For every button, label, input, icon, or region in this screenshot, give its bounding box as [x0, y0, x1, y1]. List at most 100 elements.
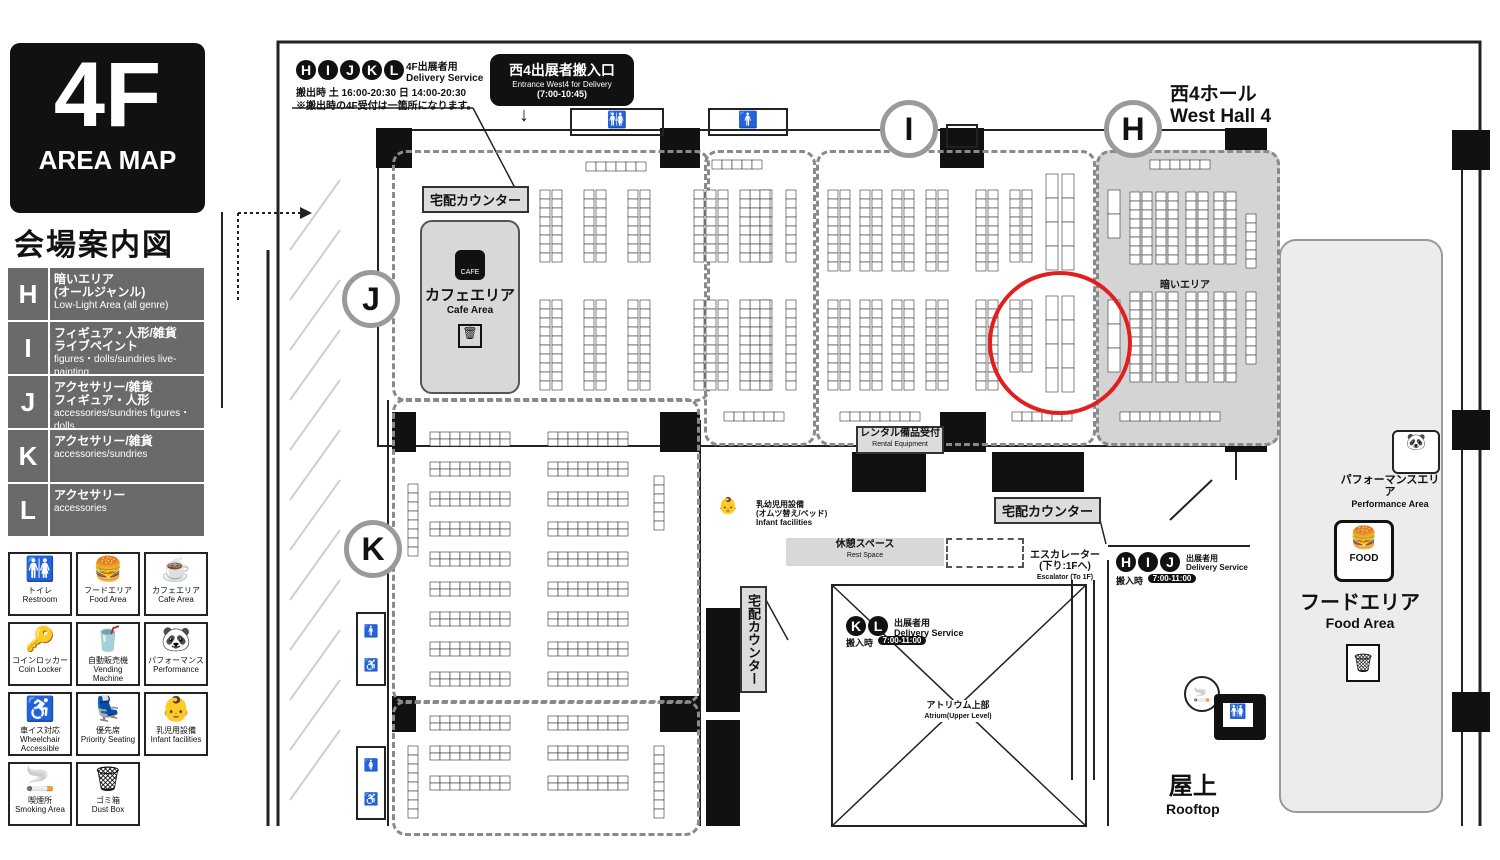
booth [567, 491, 579, 500]
booth [827, 380, 839, 391]
booth [567, 468, 579, 477]
legend-jp: アクセサリー/雑貨 [54, 380, 153, 394]
booth [577, 678, 589, 687]
booth [617, 581, 629, 590]
booth [449, 528, 461, 537]
cafe-icon: CAFE [455, 250, 485, 280]
booth [489, 678, 501, 687]
booth [1225, 291, 1237, 302]
booth [889, 411, 901, 422]
booth [785, 225, 797, 236]
booth [567, 722, 579, 731]
delivery-kl-label: 出展者用 Delivery Service [894, 618, 964, 638]
booth [429, 521, 441, 530]
booth [567, 431, 579, 440]
pillar [992, 452, 1084, 492]
booth [567, 641, 579, 650]
priority-seating-area [946, 538, 1024, 568]
booth [827, 299, 839, 310]
booth [459, 678, 471, 687]
booth [1159, 159, 1171, 170]
booth [567, 558, 579, 567]
booth [827, 225, 839, 236]
booth [1245, 327, 1257, 338]
booth [975, 189, 987, 200]
booth [1199, 159, 1211, 170]
booth [693, 380, 705, 391]
booth [617, 715, 629, 724]
booth [925, 299, 937, 310]
booth [489, 431, 501, 440]
booth [499, 581, 511, 590]
pillar [660, 412, 700, 452]
booth [859, 411, 871, 422]
booth [1129, 236, 1141, 247]
booth [595, 317, 607, 328]
booth [839, 252, 851, 263]
booth [469, 438, 481, 447]
booth [449, 722, 461, 731]
dust-box-icon: 🗑 [92, 766, 124, 793]
booth [1213, 363, 1225, 374]
hall-en: West Hall 4 [1170, 106, 1272, 127]
booth [827, 326, 839, 337]
booth [583, 308, 595, 319]
booth [479, 782, 491, 791]
low-light-label: 暗いエリア [1160, 280, 1210, 291]
booth [1021, 189, 1033, 200]
booth [1225, 318, 1237, 329]
booth [449, 618, 461, 627]
booth [925, 216, 937, 227]
booth [459, 468, 471, 477]
booth [1167, 200, 1179, 211]
booth [741, 159, 753, 170]
booth [557, 581, 569, 590]
booth [903, 207, 915, 218]
booth [469, 671, 481, 680]
booth [617, 752, 629, 761]
booth [1245, 354, 1257, 365]
booth [1167, 363, 1179, 374]
booth [751, 159, 763, 170]
booth [827, 362, 839, 373]
booth [937, 216, 949, 227]
booth [597, 528, 609, 537]
booth [567, 745, 579, 754]
booth [1167, 336, 1179, 347]
booth [749, 243, 761, 254]
booth [705, 362, 717, 373]
escalator-label: エスカレーター (下り:1Fへ) Escalator (To 1F) [1030, 550, 1100, 583]
zone-marker-k: K [344, 520, 402, 578]
cafe-en: Cafe Area [446, 305, 494, 316]
booth [859, 243, 871, 254]
booth [627, 317, 639, 328]
booth [759, 299, 771, 310]
booth [627, 216, 639, 227]
booth [547, 618, 559, 627]
booth [759, 252, 771, 263]
booth [871, 261, 883, 272]
booth [551, 299, 563, 310]
legend-jp: アクセサリー [54, 488, 126, 502]
legend-jp2: フィギュア・人形 [54, 393, 150, 407]
booth [1155, 309, 1167, 320]
booth [839, 308, 851, 319]
booth [557, 722, 569, 731]
booth [607, 745, 619, 754]
booth [1197, 227, 1209, 238]
booth [479, 461, 491, 470]
booth [459, 611, 471, 620]
booth [489, 715, 501, 724]
booth [577, 775, 589, 784]
booth [617, 722, 629, 731]
booth [839, 411, 851, 422]
booth [739, 252, 751, 263]
zone-marker-h: H [1104, 100, 1162, 158]
booth [1197, 363, 1209, 374]
booth [1167, 300, 1179, 311]
booth [1213, 300, 1225, 311]
booth [587, 611, 599, 620]
